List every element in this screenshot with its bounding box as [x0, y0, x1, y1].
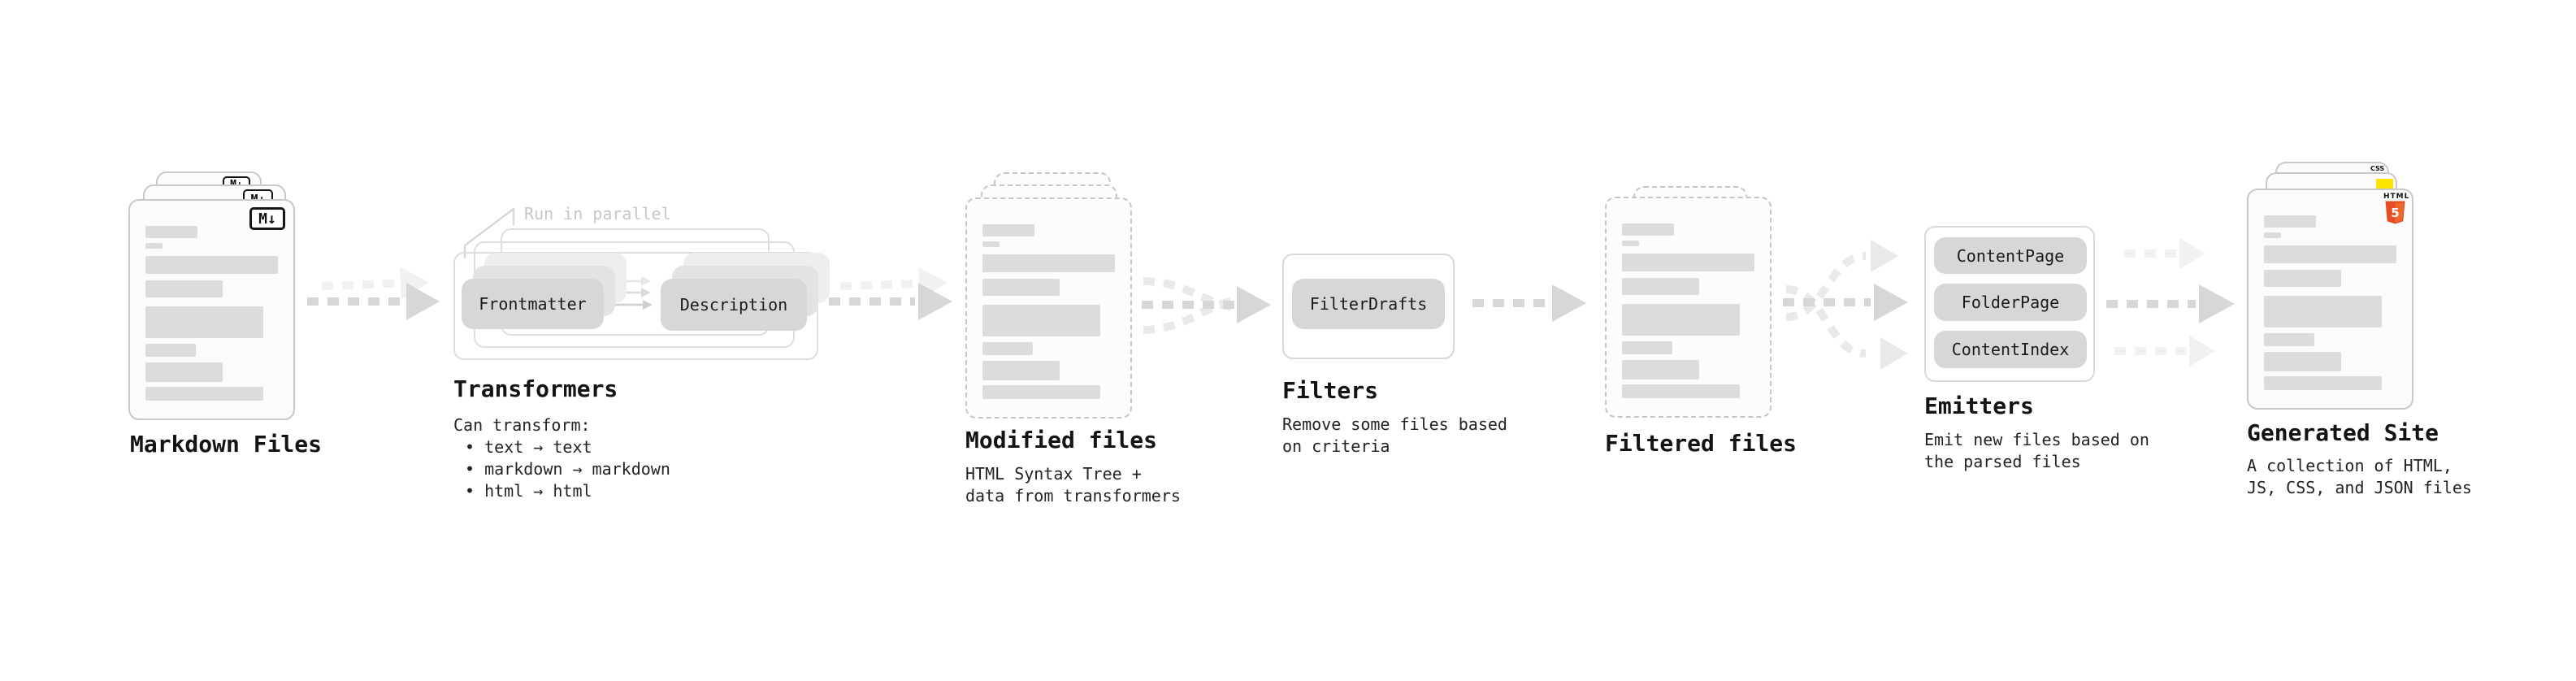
modified-files-desc-line: data from transformers — [965, 486, 1181, 505]
emitters-label: Emitters — [1924, 393, 2034, 419]
markdown-files-label: Markdown Files — [130, 431, 323, 458]
generated-html-file-card: HTML 5 — [2247, 189, 2413, 410]
arrow-modified-to-filters — [1142, 277, 1271, 334]
filtered-files-label: Filtered files — [1605, 430, 1798, 457]
filtered-file-card — [1605, 197, 1772, 418]
generated-site-desc-line: A collection of HTML, — [2247, 456, 2452, 475]
text-line-bar — [1622, 384, 1740, 398]
text-line-bar — [2264, 232, 2281, 238]
text-line-bar — [145, 306, 263, 338]
text-line-bar — [1622, 223, 1674, 236]
text-line-bar — [145, 256, 278, 274]
text-line-bar — [982, 279, 1060, 296]
text-line-bar — [2264, 245, 2396, 263]
text-line-bar — [1622, 278, 1699, 295]
html5-icon: HTML 5 — [2383, 193, 2409, 228]
text-line-bar — [1622, 360, 1699, 380]
javascript-icon — [2376, 179, 2393, 191]
text-line-bar — [2264, 333, 2314, 346]
arrow-emitters-to-generated — [2106, 238, 2235, 367]
text-line-bar — [145, 226, 197, 238]
transformers-label: Transformers — [453, 375, 618, 402]
text-line-bar — [982, 254, 1115, 272]
arrow-filtered-to-emitters — [1783, 240, 1908, 370]
modified-file-card — [965, 197, 1132, 419]
text-line-bar — [1622, 341, 1672, 354]
transformers-bullet: • markdown → markdown — [465, 459, 670, 479]
modified-files-label: Modified files — [965, 427, 1158, 453]
text-line-bar — [982, 224, 1034, 236]
transformers-bullet: • html → html — [465, 481, 592, 501]
contentindex-pill: ContentIndex — [1934, 331, 2087, 368]
text-line-bar — [2264, 296, 2382, 327]
text-line-bar — [1622, 241, 1639, 246]
arrow-markdown-to-transformers — [307, 267, 440, 320]
text-line-bar — [145, 344, 196, 357]
text-line-bar — [2264, 215, 2316, 228]
text-line-bar — [2264, 376, 2382, 390]
text-line-bar — [2264, 352, 2341, 371]
text-line-bar — [982, 361, 1060, 380]
emitters-desc-line: Emit new files based on — [1924, 430, 2149, 449]
text-line-bar — [145, 362, 223, 382]
text-line-bar — [1622, 304, 1740, 336]
contentpage-pill: ContentPage — [1934, 237, 2087, 274]
filterdrafts-pill: FilterDrafts — [1292, 279, 1445, 329]
text-line-bar — [982, 241, 1000, 247]
filters-desc-line: Remove some files based — [1282, 414, 1507, 434]
text-line-bar — [2264, 270, 2341, 287]
text-line-bar — [145, 243, 163, 249]
text-line-bar — [1622, 254, 1754, 271]
generated-site-label: Generated Site — [2247, 419, 2439, 446]
svg-text:5: 5 — [2391, 206, 2399, 220]
emitters-desc-line: the parsed files — [1924, 452, 2081, 471]
arrow-transformers-to-modified — [829, 267, 952, 320]
text-line-bar — [145, 280, 223, 297]
markdown-icon: M↓ — [249, 207, 285, 230]
markdown-file-card: M↓ — [128, 199, 295, 420]
arrow-filters-to-filtered — [1472, 284, 1586, 322]
text-line-bar — [982, 385, 1100, 399]
text-line-bar — [145, 387, 263, 401]
html5-shield: 5 — [2385, 201, 2405, 224]
text-line-bar — [982, 342, 1033, 355]
filters-label: Filters — [1282, 377, 1379, 404]
generated-site-desc-line: JS, CSS, and JSON files — [2247, 478, 2472, 497]
run-in-parallel-callout-line — [463, 207, 515, 259]
run-in-parallel-note: Run in parallel — [524, 204, 671, 223]
description-pill: Description — [661, 279, 807, 331]
transformers-bullet: • text → text — [465, 437, 592, 457]
text-line-bar — [982, 305, 1100, 336]
modified-files-desc-line: HTML Syntax Tree + — [965, 464, 1142, 484]
folderpage-pill: FolderPage — [1934, 284, 2087, 321]
frontmatter-pill: Frontmatter — [462, 279, 604, 329]
transformers-desc-heading: Can transform: — [453, 415, 591, 435]
filters-desc-line: on criteria — [1282, 436, 1390, 456]
